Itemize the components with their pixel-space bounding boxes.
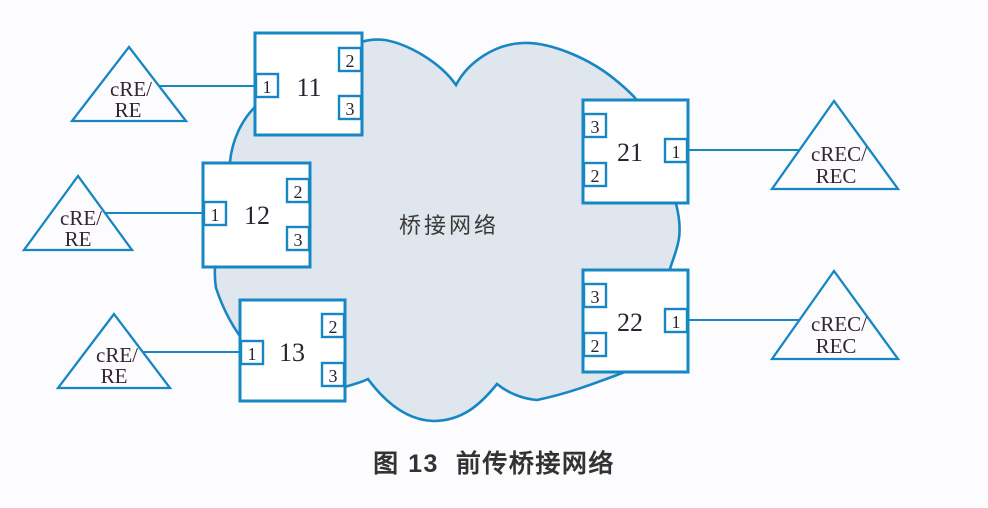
triangle-shape xyxy=(769,99,901,191)
port-3-label: 3 xyxy=(591,287,600,307)
port-1-box xyxy=(202,200,228,227)
endpoint-label-line2: RE xyxy=(65,227,92,251)
port-1-box xyxy=(663,137,689,164)
port-1-label: 1 xyxy=(211,205,220,225)
port-2-label: 2 xyxy=(329,317,338,337)
bridge-label: 11 xyxy=(296,73,321,102)
endpoint-label-line2: RE xyxy=(101,364,128,388)
port-2-label: 2 xyxy=(294,182,303,202)
port-2-label: 2 xyxy=(591,336,600,356)
endpoint-label-line1: cREC/ xyxy=(811,142,867,166)
port-1-label: 1 xyxy=(672,312,681,332)
port-2-box xyxy=(582,331,608,358)
bridge-label: 13 xyxy=(279,338,305,367)
endpoint-re1: cRE/ RE xyxy=(69,45,189,123)
endpoint-label-line1: cRE/ xyxy=(110,77,152,101)
bridge-node-11: 11 1 2 3 xyxy=(253,31,364,137)
endpoint-re3: cRE/ RE xyxy=(55,312,173,390)
port-3-box xyxy=(337,94,363,121)
endpoint-label-line2: REC xyxy=(816,164,857,188)
endpoint-label-line1: cRE/ xyxy=(96,343,138,367)
port-1-box xyxy=(239,339,265,366)
port-2-box xyxy=(285,177,311,204)
port-2-label: 2 xyxy=(346,51,355,71)
port-3-box xyxy=(320,361,346,388)
port-1-label: 1 xyxy=(263,77,272,97)
bridge-node-13: 13 1 2 3 xyxy=(238,298,347,403)
cloud-label: 桥接网络 xyxy=(399,213,499,238)
triangle-shape xyxy=(55,312,173,390)
port-2-label: 2 xyxy=(591,166,600,186)
endpoint-re2: cRE/ RE xyxy=(21,174,135,252)
port-1-label: 1 xyxy=(248,344,257,364)
endpoint-label-line1: cRE/ xyxy=(60,206,102,230)
bridge-node-22: 22 3 2 1 xyxy=(581,268,690,374)
port-3-label: 3 xyxy=(591,117,600,137)
endpoint-label-line2: REC xyxy=(816,334,857,358)
port-1-box xyxy=(663,307,689,334)
port-2-box xyxy=(582,161,608,188)
port-2-box xyxy=(320,312,346,339)
bridge-node-12: 12 1 2 3 xyxy=(201,161,312,269)
port-3-label: 3 xyxy=(294,230,303,250)
endpoint-label-line1: cREC/ xyxy=(811,312,867,336)
port-3-box xyxy=(582,112,608,139)
port-1-label: 1 xyxy=(672,142,681,162)
port-3-box xyxy=(285,225,311,252)
port-3-label: 3 xyxy=(346,99,355,119)
figure-caption: 图 13 前传桥接网络 xyxy=(373,450,615,478)
endpoint-rec2: cREC/ REC xyxy=(769,269,901,361)
port-3-box xyxy=(582,282,608,309)
triangle-shape xyxy=(769,269,901,361)
port-1-box xyxy=(254,72,280,99)
bridge-label: 12 xyxy=(244,201,270,230)
bridge-label: 22 xyxy=(617,308,643,337)
bridge-node-21: 21 3 2 1 xyxy=(581,98,690,205)
port-3-label: 3 xyxy=(329,366,338,386)
endpoint-label-line2: RE xyxy=(115,98,142,122)
bridge-label: 21 xyxy=(617,138,643,167)
endpoint-rec1: cREC/ REC xyxy=(769,99,901,191)
port-2-box xyxy=(337,46,363,73)
triangle-shape xyxy=(21,174,135,252)
triangle-shape xyxy=(69,45,189,123)
